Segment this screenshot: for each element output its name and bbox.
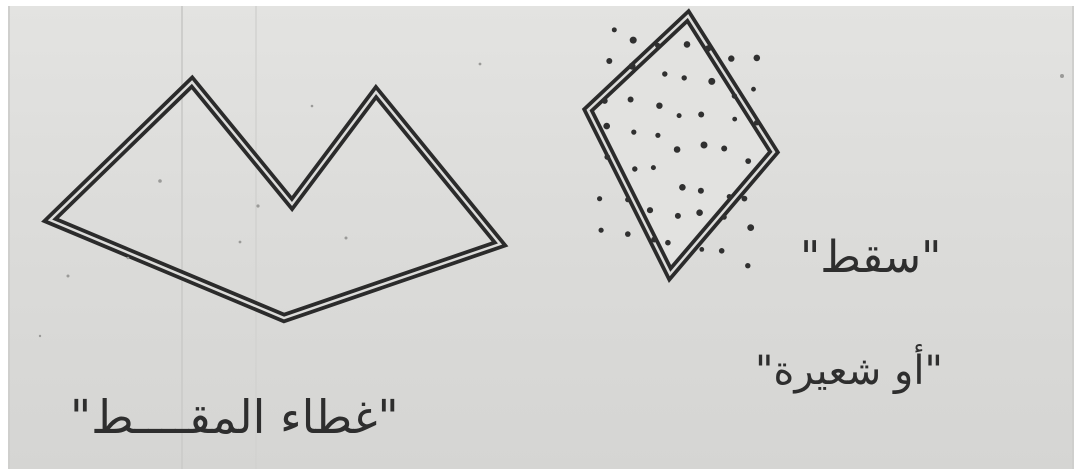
diamond-dot: [753, 119, 760, 126]
label-saqat: "سقط": [800, 232, 942, 283]
diamond-dot: [656, 102, 663, 109]
diamond-dot: [718, 248, 725, 254]
diamond-dot: [627, 96, 634, 103]
diamond-dot: [601, 97, 608, 104]
diamond-dot: [604, 154, 611, 160]
diamond-dot: [745, 158, 752, 165]
diamond-dot: [708, 77, 716, 85]
diamond-dot: [699, 247, 705, 252]
diamond-dot: [629, 36, 637, 44]
diamond-dot: [698, 111, 705, 118]
diamond-dot: [721, 145, 728, 152]
diamond-dot: [726, 194, 732, 200]
diamond-dot: [741, 195, 748, 202]
diamond-dot: [697, 187, 704, 194]
crown-shape: [41, 74, 509, 324]
diamond-dot: [665, 239, 671, 246]
diamond-dot: [625, 231, 631, 237]
diamond-dot: [632, 166, 638, 172]
diamond-dot: [646, 207, 654, 214]
diamond-dots: [597, 27, 761, 269]
diamond-dot: [625, 197, 631, 203]
diamond-dot: [598, 227, 604, 233]
diamond-dot: [650, 165, 656, 171]
diamond-dot: [673, 146, 681, 153]
diamond-dot: [611, 27, 617, 33]
diamond-dot: [628, 62, 636, 70]
diamond-dot: [681, 75, 687, 81]
diamond-dot: [745, 263, 751, 269]
diamond-dot: [676, 113, 682, 119]
diamond-dot: [696, 209, 703, 216]
figure-drawing: [38, 6, 1064, 469]
diamond-dot: [751, 86, 756, 92]
diamond-dot: [651, 236, 657, 243]
diamond-dot: [732, 116, 738, 122]
paper-speckles: [38, 62, 1064, 338]
diamond-dot: [731, 93, 738, 99]
scanned-paper: "سقط" "أو شعيرة" "غطاء المقــــط": [8, 6, 1074, 469]
diamond-dot: [753, 54, 761, 62]
label-shaira: "أو شعيرة": [755, 348, 943, 394]
diamond-dot: [662, 71, 668, 77]
dotted-diamond-shape: [581, 8, 781, 283]
diamond-dot: [655, 132, 661, 138]
diamond-dot: [728, 55, 735, 62]
diamond-dot: [606, 58, 613, 64]
diamond-dot: [603, 122, 610, 130]
diamond-dot: [704, 45, 712, 52]
diamond-dot: [679, 184, 686, 191]
diamond-dot: [597, 196, 603, 202]
diamond-dot: [700, 141, 708, 149]
diamond-dot: [683, 41, 691, 48]
diamond-dot: [655, 42, 661, 49]
diamond-dot: [747, 224, 755, 232]
label-ghata-almaqat: "غطاء المقــــط": [70, 390, 399, 444]
diamond-dot: [631, 129, 637, 135]
diamond-dot: [721, 214, 727, 220]
diamond-dot: [674, 212, 681, 219]
